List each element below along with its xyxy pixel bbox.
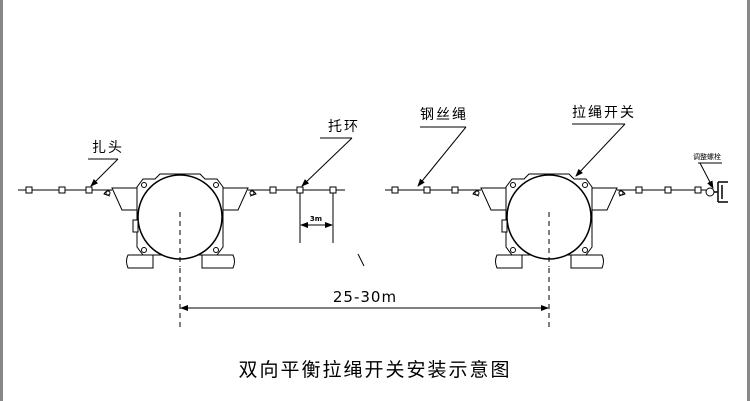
svg-text:3m: 3m <box>310 215 322 223</box>
svg-text:调整螺栓: 调整螺栓 <box>693 152 721 161</box>
label-pull-rope-switch: 拉绳开关 <box>572 105 636 177</box>
label-wire-rope: 钢丝绳 <box>417 107 468 187</box>
svg-text:25-30m: 25-30m <box>333 288 397 306</box>
svg-text:钢丝绳: 钢丝绳 <box>420 107 468 123</box>
pull-rope-switch-right <box>472 173 626 269</box>
svg-text:拉绳开关: 拉绳开关 <box>572 105 636 121</box>
wire-rope-right-unit <box>385 181 728 203</box>
label-support-ring: 托环 <box>301 119 360 187</box>
label-tie-head: 扎头 <box>88 140 124 187</box>
ring-spacing-dimension: 3m <box>299 193 365 267</box>
wire-rope-left-unit <box>18 186 345 194</box>
switch-spacing-dimension: 25-30m <box>179 268 550 330</box>
diagram-title: 双向平衡拉绳开关安装示意图 <box>238 359 511 381</box>
pull-rope-switch-left <box>103 173 257 269</box>
svg-text:扎头: 扎头 <box>92 140 124 156</box>
label-adjust-bolt: 调整螺栓 <box>693 152 722 189</box>
svg-text:托环: 托环 <box>328 119 360 135</box>
